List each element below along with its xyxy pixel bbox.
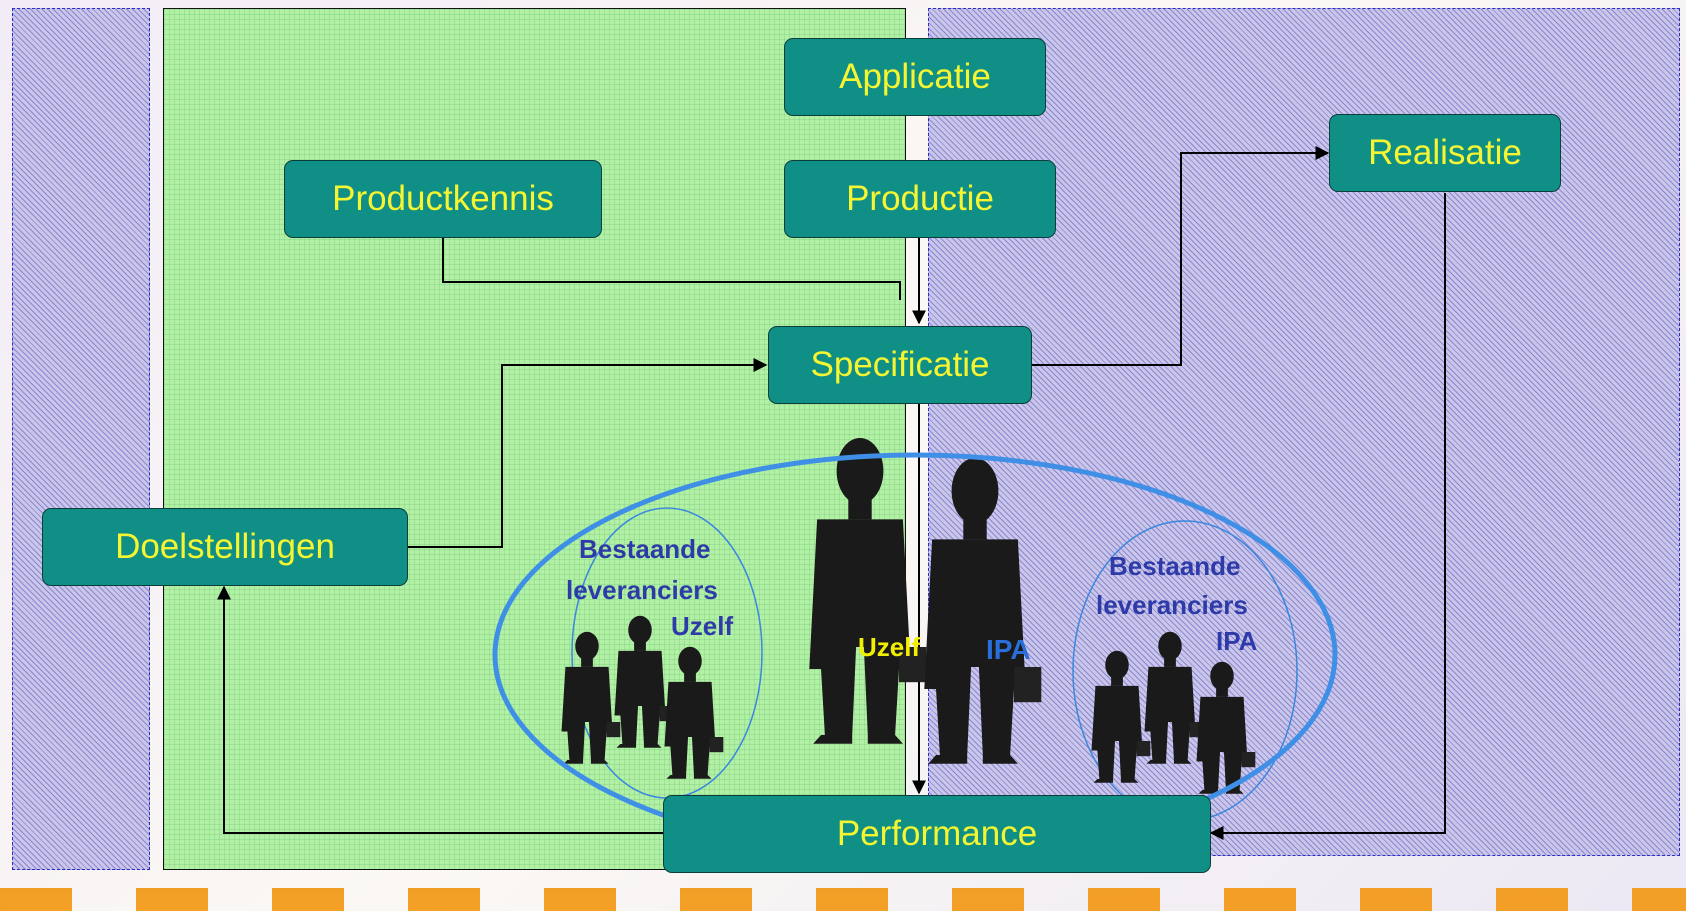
connector-performance-doelstellingen bbox=[217, 585, 664, 834]
left-hatched-panel bbox=[12, 8, 150, 870]
node-doelstellingen: Doelstellingen bbox=[42, 508, 408, 586]
connector-specificatie-realisatie bbox=[1032, 146, 1330, 366]
connector-realisatie-performance bbox=[1209, 193, 1446, 840]
group-right-label-line2: leveranciers bbox=[1096, 590, 1248, 620]
person-ipa-label: IPA bbox=[986, 634, 1031, 665]
group-left-label-line1: Bestaande bbox=[579, 534, 711, 564]
group-right-label-line1: Bestaande bbox=[1109, 551, 1241, 581]
person-uzelf-icon bbox=[809, 438, 927, 744]
green-domain-panel bbox=[163, 8, 906, 870]
group-left-label-line3: Uzelf bbox=[671, 611, 734, 641]
connector-productkennis-specificatie bbox=[442, 236, 901, 300]
footer-stripe bbox=[0, 888, 1686, 911]
node-productie: Productie bbox=[784, 160, 1056, 238]
node-performance: Performance bbox=[663, 795, 1211, 873]
connector-doelstellingen-specificatie bbox=[407, 358, 768, 548]
person-uzelf-label: Uzelf bbox=[858, 632, 921, 662]
person-ipa-icon bbox=[924, 458, 1042, 764]
node-realisatie: Realisatie bbox=[1329, 114, 1561, 192]
node-applicatie: Applicatie bbox=[784, 38, 1046, 116]
node-specificatie: Specificatie bbox=[768, 326, 1032, 404]
node-productkennis: Productkennis bbox=[284, 160, 602, 238]
group-right-label-line3: IPA bbox=[1216, 626, 1258, 656]
group-left-label-line2: leveranciers bbox=[566, 575, 718, 605]
